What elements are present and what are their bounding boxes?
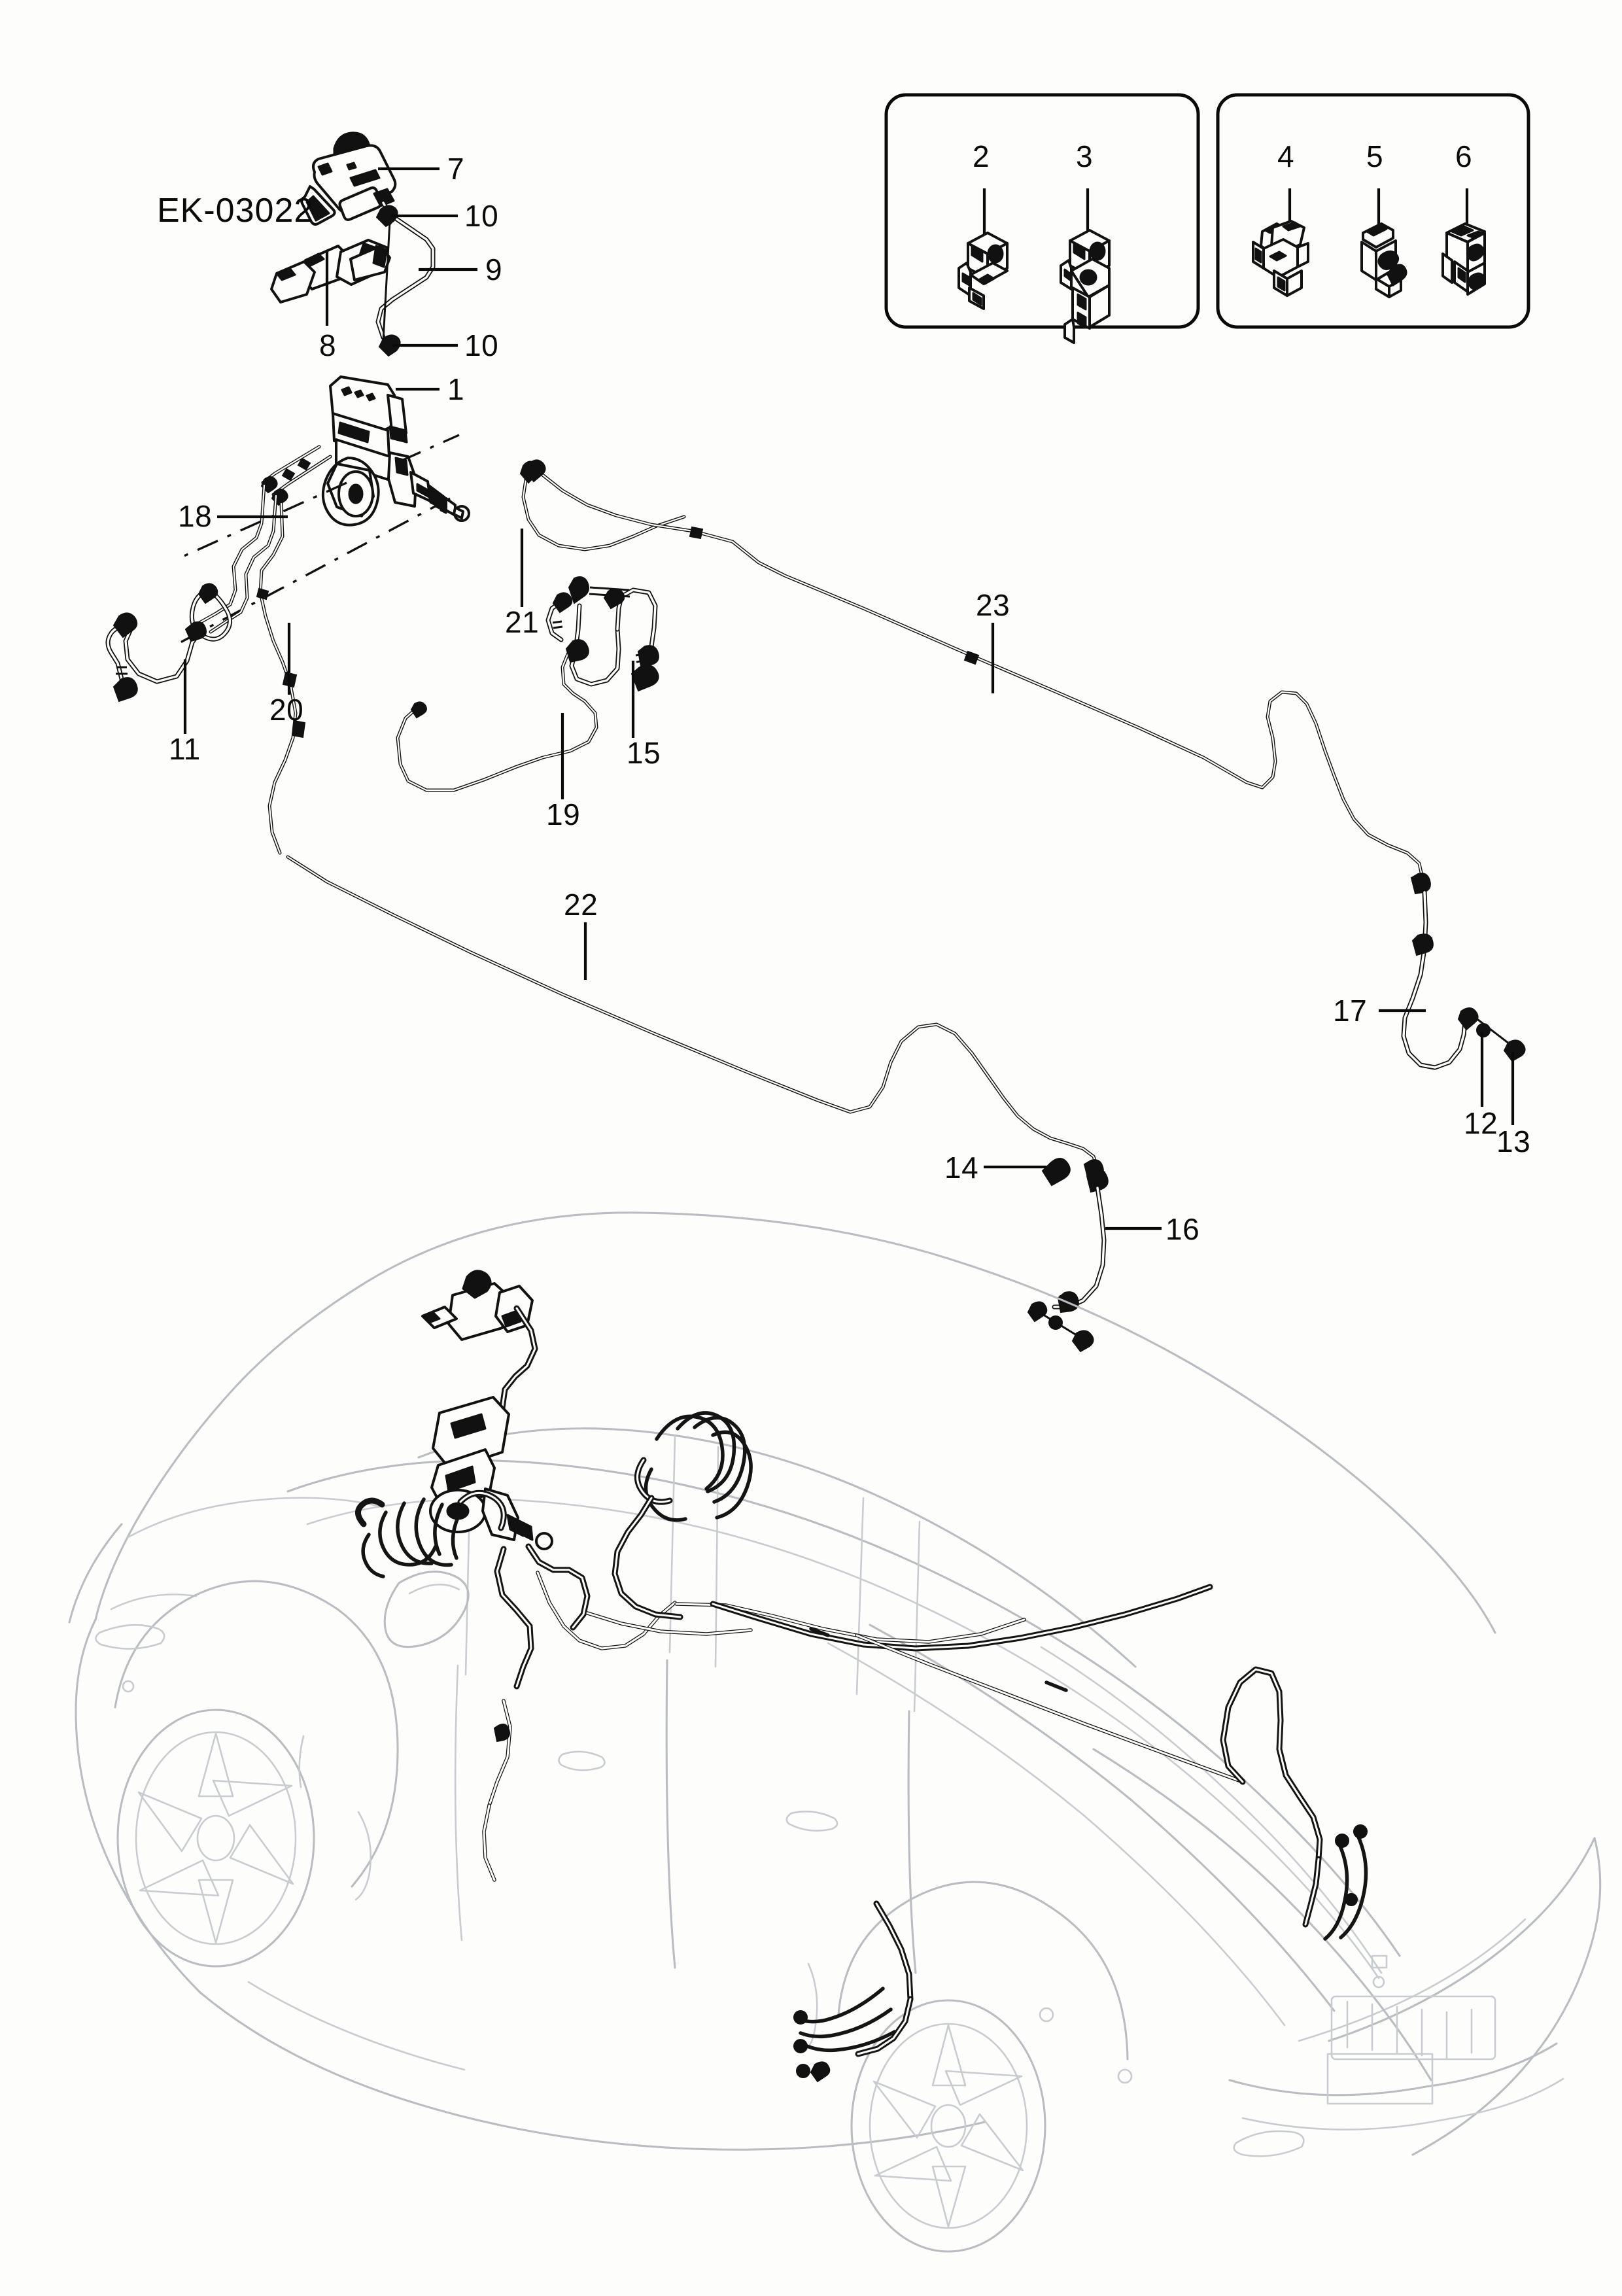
callout-1[interactable]: 1 bbox=[447, 372, 465, 406]
callout-22[interactable]: 22 bbox=[564, 888, 598, 922]
part-17-rear-brake-hose bbox=[1401, 890, 1479, 1070]
callout-17[interactable]: 17 bbox=[1333, 994, 1368, 1028]
legend-item-2-label[interactable]: 2 bbox=[973, 139, 990, 173]
callout-16[interactable]: 16 bbox=[1165, 1212, 1200, 1246]
legend-box-right bbox=[1216, 93, 1530, 329]
callout-23[interactable]: 23 bbox=[976, 588, 1010, 622]
master-cylinder-outlets bbox=[260, 445, 332, 506]
callout-13[interactable]: 13 bbox=[1496, 1124, 1531, 1158]
callout-21[interactable]: 21 bbox=[505, 605, 540, 639]
part-12-13-banjo-bolt-and-washer bbox=[1475, 1017, 1526, 1062]
callout-10-lower[interactable]: 10 bbox=[464, 328, 499, 362]
legend-item-3-label[interactable]: 3 bbox=[1076, 139, 1094, 173]
car-front-hose-cluster bbox=[361, 1497, 460, 1578]
leader-lines bbox=[183, 167, 1515, 1230]
part-1-master-cylinder-booster bbox=[321, 375, 470, 527]
callout-7[interactable]: 7 bbox=[447, 152, 465, 186]
callout-19[interactable]: 19 bbox=[546, 797, 581, 831]
part-8-bracket bbox=[270, 239, 391, 304]
legend-item-6-label[interactable]: 6 bbox=[1455, 139, 1473, 173]
part-23-rear-brake-pipe-long bbox=[525, 459, 1431, 895]
callout-10-upper[interactable]: 10 bbox=[464, 199, 499, 233]
part-7-reservoir bbox=[300, 131, 397, 226]
hose-9-centerline bbox=[382, 220, 391, 341]
assembly-dash-2 bbox=[180, 497, 451, 644]
callout-15[interactable]: 15 bbox=[627, 736, 661, 770]
car-brake-line-overlay bbox=[355, 1270, 1368, 2083]
part-10-hose-clip-lower bbox=[378, 334, 401, 357]
part-4-retainer-clip-icon bbox=[1252, 220, 1309, 297]
callout-11[interactable]: 11 bbox=[169, 732, 201, 766]
part-2-connector-block-icon bbox=[958, 232, 1009, 310]
callout-20[interactable]: 20 bbox=[269, 693, 304, 727]
car-rear-hose-cluster bbox=[644, 1411, 753, 1522]
part-14-hose-clip bbox=[1041, 1158, 1071, 1187]
part-10-hose-clip-upper bbox=[375, 205, 398, 228]
callout-18[interactable]: 18 bbox=[178, 499, 213, 533]
diagram-code: EK-03022 bbox=[157, 192, 314, 230]
part-3-connector-block-tall-icon bbox=[1060, 229, 1111, 344]
part-6-multi-line-clip-icon bbox=[1441, 222, 1486, 296]
part-20-brake-pipe bbox=[256, 502, 306, 855]
part-13-bolt bbox=[1503, 1039, 1526, 1062]
part-11-front-brake-hose bbox=[105, 583, 232, 703]
car-body-outline bbox=[68, 1211, 1602, 2253]
part-5-grommet-clip-icon bbox=[1360, 222, 1407, 298]
legend-item-5-label[interactable]: 5 bbox=[1366, 139, 1384, 173]
callout-8[interactable]: 8 bbox=[319, 328, 337, 362]
legend-box-left bbox=[884, 93, 1200, 344]
part-19-floor-brake-pipe bbox=[396, 652, 598, 792]
callout-12[interactable]: 12 bbox=[1464, 1106, 1498, 1140]
assembly-dash-3 bbox=[400, 434, 460, 462]
part-15-rear-brake-hose bbox=[545, 576, 659, 692]
assembly-dash-1 bbox=[175, 481, 347, 561]
callout-14[interactable]: 14 bbox=[944, 1151, 979, 1185]
legend-item-4-label[interactable]: 4 bbox=[1277, 139, 1295, 173]
callout-9[interactable]: 9 bbox=[485, 252, 503, 287]
